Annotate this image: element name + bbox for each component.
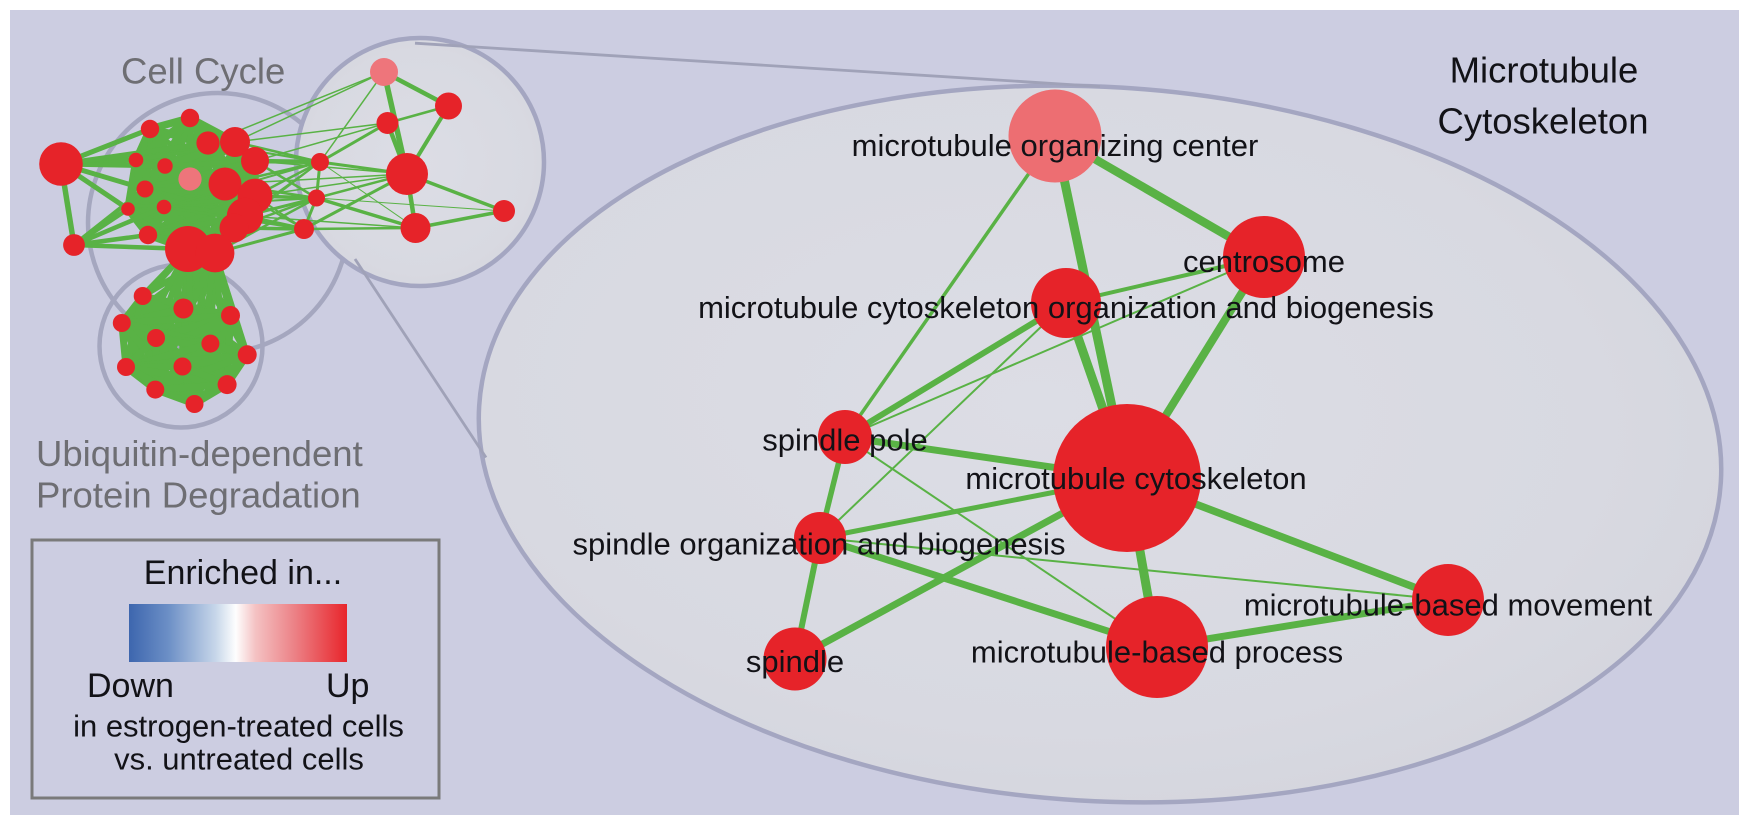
svg-text:Cell Cycle: Cell Cycle xyxy=(121,50,285,91)
svg-text:Enriched in...: Enriched in... xyxy=(144,554,342,592)
svg-text:microtubule cytoskeleton organ: microtubule cytoskeleton organization an… xyxy=(698,290,1434,325)
svg-text:Microtubule: Microtubule xyxy=(1450,49,1639,90)
svg-text:Protein Degradation: Protein Degradation xyxy=(36,474,361,515)
svg-text:spindle organization and bioge: spindle organization and biogenesis xyxy=(573,526,1066,561)
svg-text:Cytoskeleton: Cytoskeleton xyxy=(1438,100,1649,141)
svg-text:microtubule cytoskeleton: microtubule cytoskeleton xyxy=(965,461,1306,496)
svg-text:Ubiquitin-dependent: Ubiquitin-dependent xyxy=(36,433,363,474)
svg-text:spindle: spindle xyxy=(746,644,844,679)
svg-text:Up: Up xyxy=(326,667,369,705)
svg-text:Down: Down xyxy=(87,667,174,705)
svg-text:spindle pole: spindle pole xyxy=(762,422,927,457)
svg-text:vs. untreated cells: vs. untreated cells xyxy=(114,742,364,777)
svg-text:in estrogen-treated cells: in estrogen-treated cells xyxy=(73,709,404,744)
svg-text:microtubule-based process: microtubule-based process xyxy=(971,635,1343,670)
svg-text:microtubule organizing center: microtubule organizing center xyxy=(852,128,1259,163)
svg-text:centrosome: centrosome xyxy=(1183,244,1345,279)
svg-text:microtubule-based movement: microtubule-based movement xyxy=(1244,588,1653,623)
